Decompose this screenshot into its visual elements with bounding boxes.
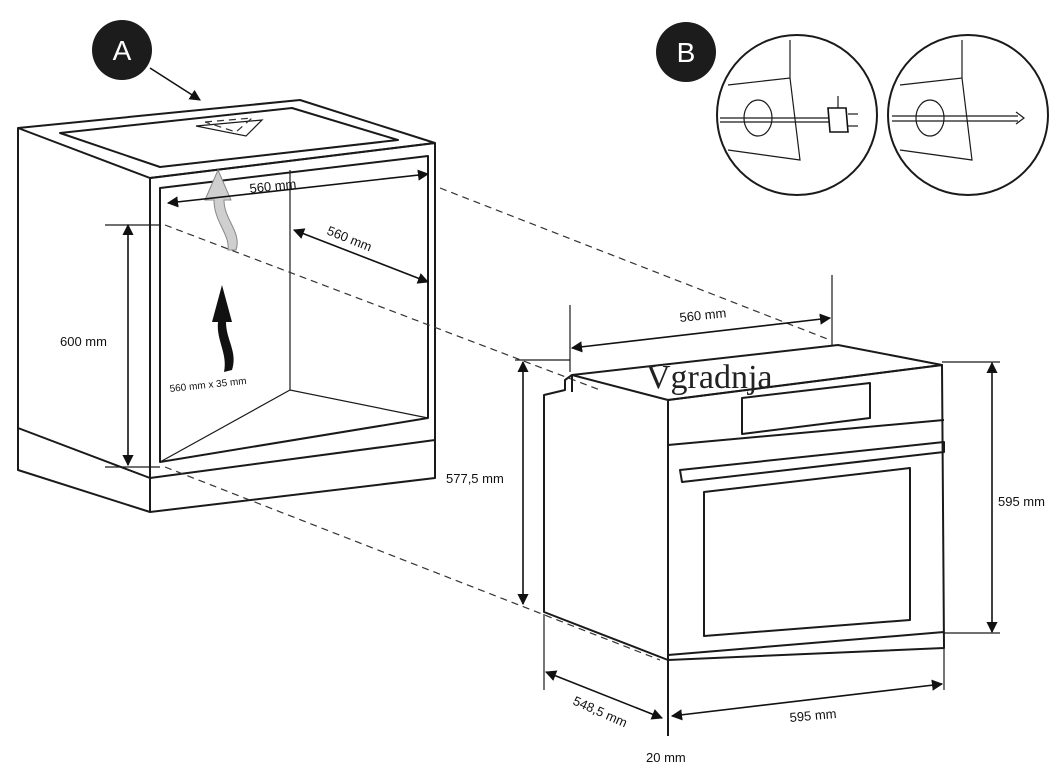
vent-size-label: 560 mm x 35 mm — [169, 376, 247, 395]
detail-cable-circle — [887, 34, 1049, 196]
cabinet — [17, 99, 436, 513]
oven-front-width-dim — [670, 679, 944, 721]
oven-depth-dim — [544, 670, 664, 720]
airflow-arrow-lower — [212, 285, 234, 372]
oven-width-top-label: 560 mm — [679, 305, 727, 325]
cable-icon — [892, 111, 1025, 125]
marker-b: B — [656, 22, 716, 82]
marker-a-label: A — [113, 35, 132, 66]
marker-b-label: B — [677, 37, 696, 68]
cabinet-depth-label: 560 mm — [325, 223, 374, 255]
oven-front-width-label: 595 mm — [789, 706, 837, 725]
detail-plug-circle — [716, 34, 878, 196]
cabinet-width-dim — [166, 169, 430, 208]
projection-lines — [164, 187, 831, 661]
oven-width-top-dim — [570, 313, 832, 353]
marker-a: A — [92, 20, 201, 101]
oven-front-height-label: 595 mm — [998, 494, 1045, 509]
cabinet-depth-dim — [292, 228, 430, 284]
oven-depth-label: 548,5 mm — [571, 693, 630, 730]
marker-a-pointer — [149, 67, 201, 101]
cabinet-height-label: 600 mm — [60, 334, 107, 349]
diagram-title: Vgradnja — [646, 359, 773, 396]
front-thickness-label: 20 mm — [646, 750, 686, 765]
cabinet-width-label: 560 mm — [249, 176, 297, 196]
oven-body-height-label: 577,5 mm — [446, 471, 504, 486]
plug-icon — [827, 96, 858, 133]
